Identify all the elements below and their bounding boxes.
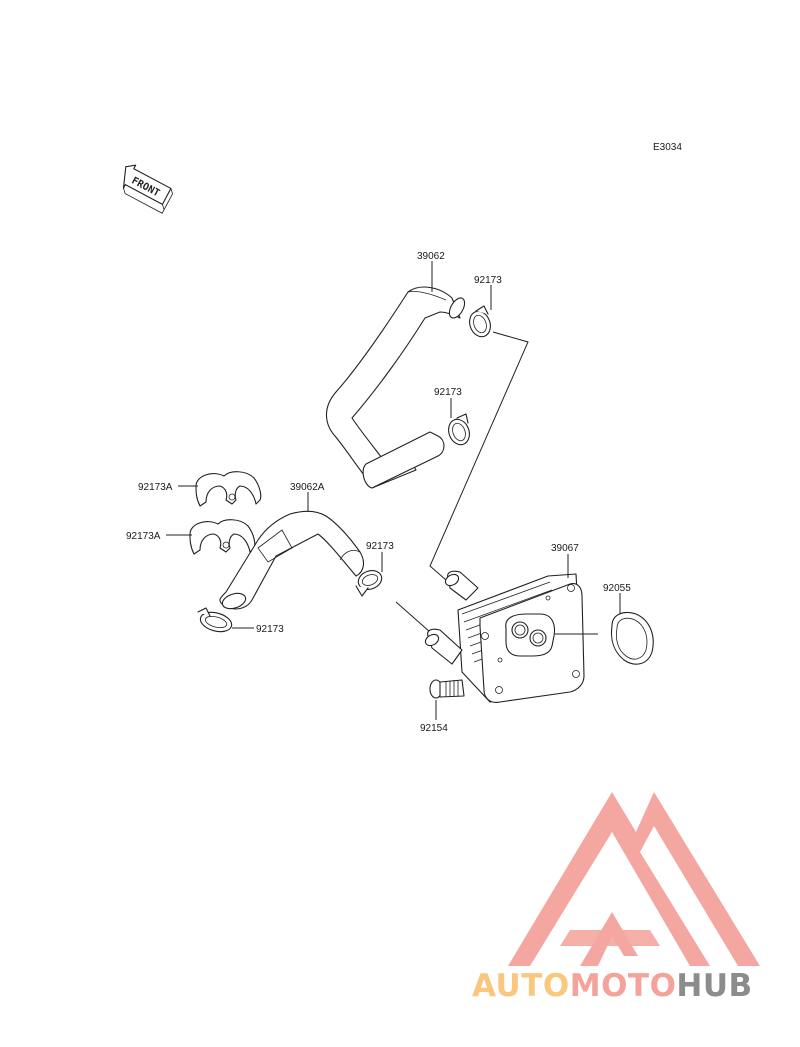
label-hose-upper: 39062 <box>417 251 445 262</box>
clamp-lower-mid <box>355 570 383 597</box>
hose-lower <box>219 510 365 610</box>
watermark-auto: AUTO <box>472 968 570 1004</box>
label-bolt: 92154 <box>420 723 448 734</box>
clamp-upper-top <box>469 305 491 338</box>
oring <box>610 611 654 665</box>
bolt <box>429 679 465 699</box>
label-clip-a1: 92173A <box>138 482 173 493</box>
diagram-code: E3034 <box>653 142 682 153</box>
clamp-upper-mid <box>448 413 470 446</box>
connector-line-upper <box>429 331 529 581</box>
hose-upper <box>325 286 466 489</box>
front-arrow-icon: FRONT <box>122 164 173 214</box>
label-cooler: 39067 <box>551 543 579 554</box>
clamp-lower-bottom <box>197 607 233 633</box>
label-clamp-lower-mid: 92173 <box>366 541 394 552</box>
watermark-hub: HUB <box>676 968 752 1004</box>
label-clamp-upper-mid: 92173 <box>434 387 462 398</box>
label-clip-a2: 92173A <box>126 531 161 542</box>
label-oring: 92055 <box>603 583 631 594</box>
label-clamp-lower-bottom: 92173 <box>256 624 284 635</box>
watermark-text-auto: AUTOMOTOHUB <box>472 968 753 1004</box>
oil-cooler <box>424 570 585 703</box>
clip-a2 <box>189 519 256 555</box>
clip-a1 <box>195 471 262 507</box>
watermark-logo: AUTOMOTOHUB <box>472 792 760 1004</box>
watermark-moto: MOTO <box>570 968 677 1004</box>
label-hose-lower: 39062A <box>290 482 325 493</box>
label-clamp-upper-top: 92173 <box>474 275 502 286</box>
connector-line-lower <box>395 601 431 633</box>
